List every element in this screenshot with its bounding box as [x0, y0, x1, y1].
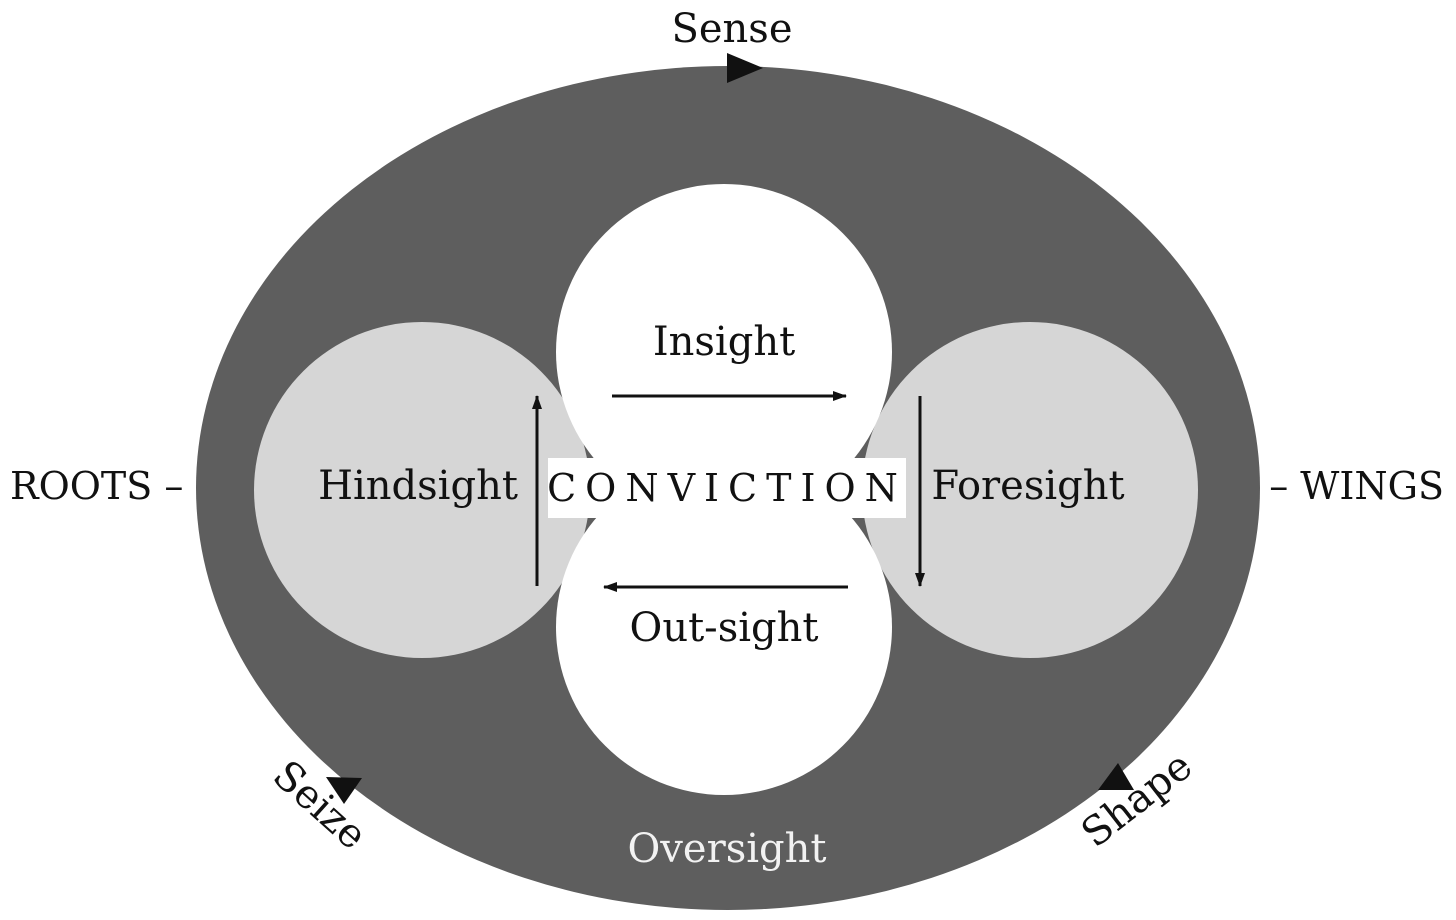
seize-arrowhead: [326, 777, 362, 804]
conviction-box: [548, 458, 906, 518]
oversight-label: Oversight: [628, 826, 827, 872]
foresight-label: Foresight: [931, 463, 1124, 509]
insight-circle: [556, 184, 892, 520]
wings-label: – WINGS: [1269, 464, 1444, 508]
sense-arrowhead: [727, 53, 763, 83]
hindsight-label: Hindsight: [318, 463, 518, 509]
insight-label: Insight: [653, 319, 795, 365]
shape-arrowhead: [1098, 763, 1134, 790]
roots-label: ROOTS –: [10, 464, 183, 508]
out-sight-label: Out-sight: [630, 605, 819, 651]
hindsight-circle: [254, 322, 590, 658]
out-sight-circle: [556, 459, 892, 795]
foresight-circle: [862, 322, 1198, 658]
conviction-label: CONVICTION: [547, 466, 907, 510]
sense-label: Sense: [671, 6, 792, 52]
